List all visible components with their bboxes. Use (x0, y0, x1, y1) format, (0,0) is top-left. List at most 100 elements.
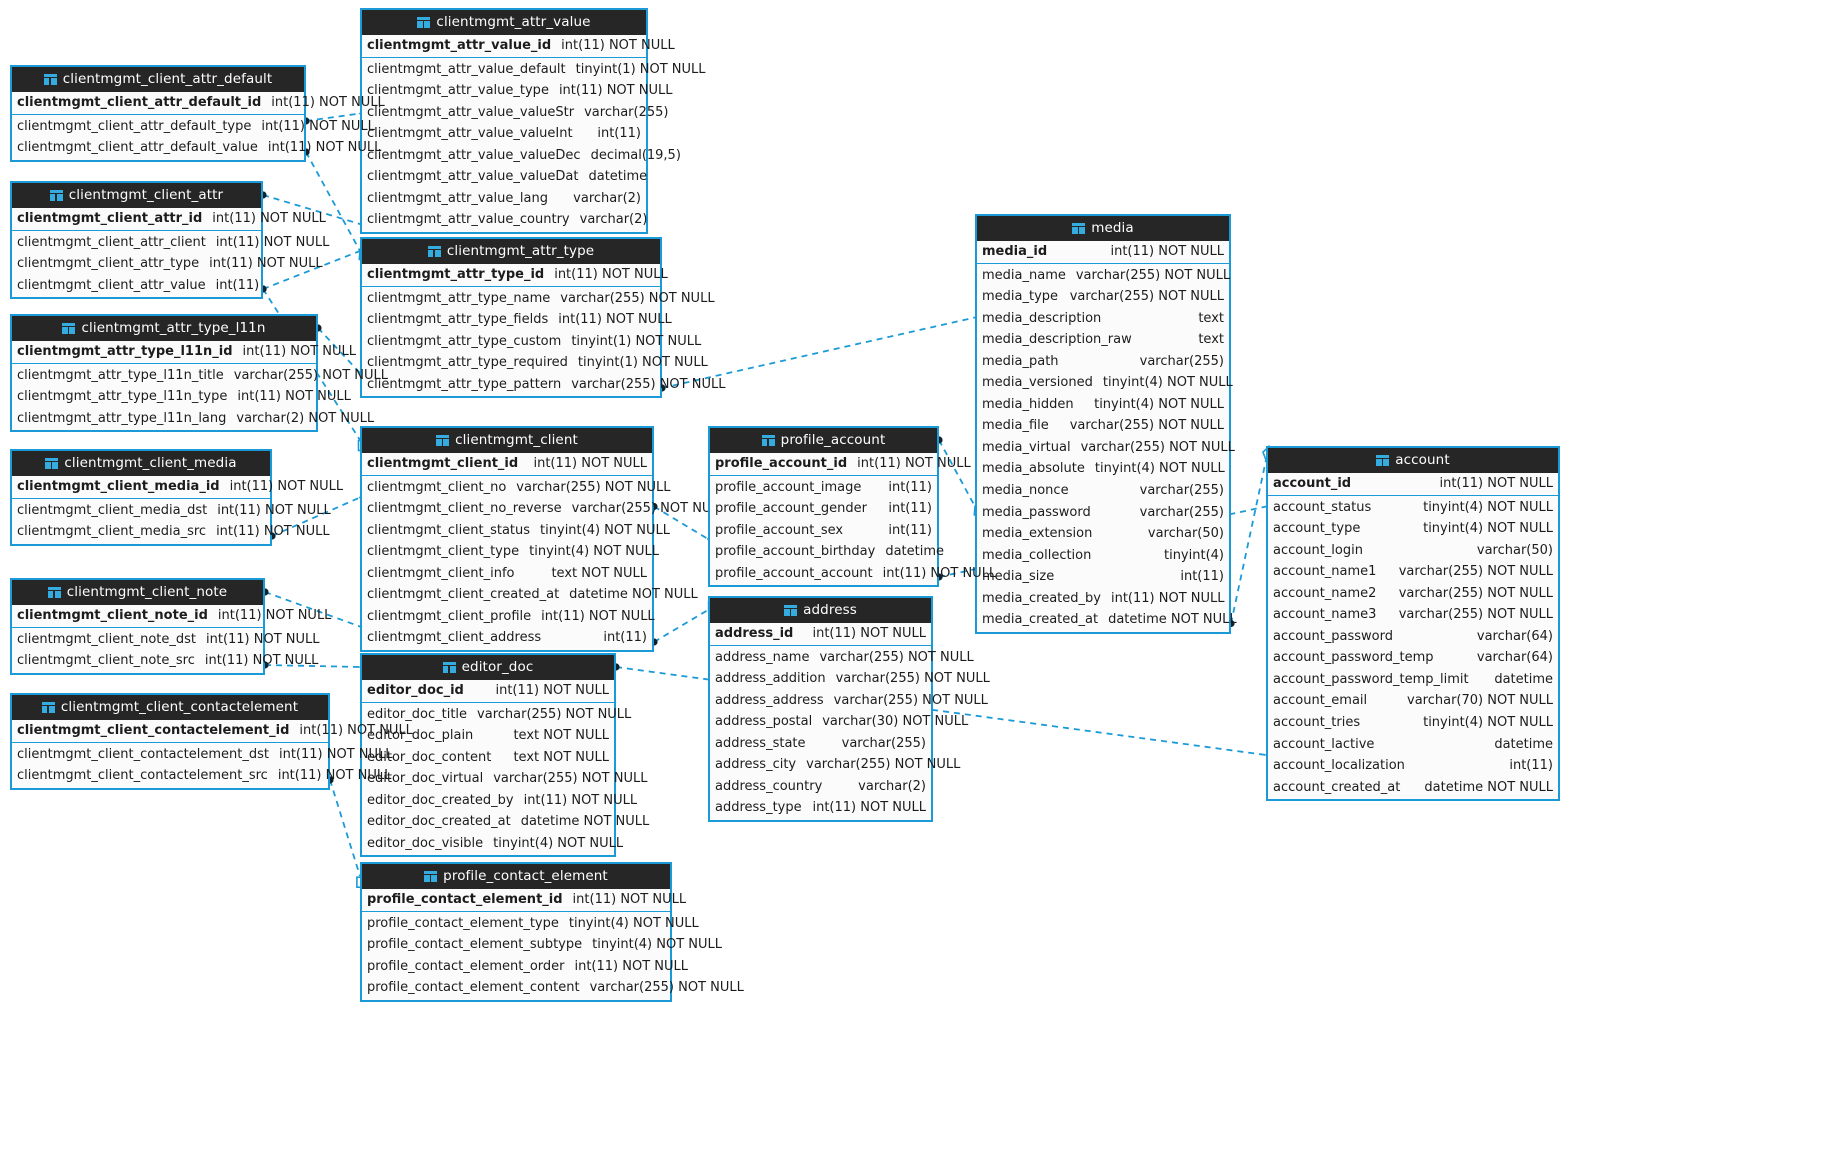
table-title-bar[interactable]: clientmgmt_client_attr (12, 183, 261, 208)
table-title-bar[interactable]: account (1268, 448, 1558, 473)
table-title-bar[interactable]: address (710, 598, 931, 623)
table-title-bar[interactable]: clientmgmt_client_contactelement (12, 695, 328, 720)
table-title-bar[interactable]: clientmgmt_attr_type (362, 239, 660, 264)
table-title-bar[interactable]: media (977, 216, 1229, 241)
table-title-bar[interactable]: profile_contact_element (362, 864, 670, 889)
table-title-bar[interactable]: clientmgmt_attr_value (362, 10, 646, 35)
table-title-bar[interactable]: clientmgmt_client_media (12, 451, 270, 476)
table-title-bar[interactable]: clientmgmt_attr_type_l11n (12, 316, 316, 341)
table-title-bar[interactable]: clientmgmt_client (362, 428, 652, 453)
